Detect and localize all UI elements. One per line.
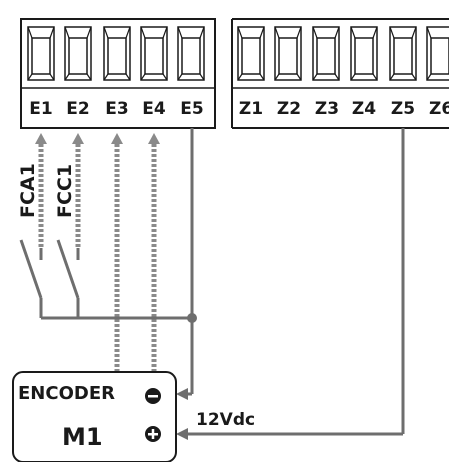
terminal-z6 xyxy=(426,26,449,81)
terminal-block-e: E1 E2 E3 E4 E5 xyxy=(20,18,216,129)
arrow-negative xyxy=(176,388,188,400)
terminal-z4 xyxy=(350,26,378,81)
terminal-label-z6: Z6 xyxy=(429,99,449,119)
negative-terminal-icon xyxy=(145,388,161,404)
arrow-e4 xyxy=(148,133,160,144)
label-fca1: FCA1 xyxy=(17,163,39,218)
encoder-box: ENCODER M1 xyxy=(12,371,177,462)
terminal-label-e1: E1 xyxy=(29,99,52,119)
terminal-e2 xyxy=(64,26,92,81)
terminal-label-z3: Z3 xyxy=(315,99,339,119)
terminal-block-z: Z1 Z2 Z3 Z4 Z5 Z6 xyxy=(231,18,449,129)
terminal-label-z2: Z2 xyxy=(277,99,301,119)
supply-voltage-label: 12Vdc xyxy=(196,410,255,430)
terminal-e1 xyxy=(27,26,55,81)
terminal-label-z4: Z4 xyxy=(352,99,376,119)
arrow-e1 xyxy=(35,133,47,144)
label-fcc1: FCC1 xyxy=(54,164,76,218)
junction-dot xyxy=(187,313,197,323)
encoder-title: ENCODER xyxy=(18,383,115,404)
positive-terminal-icon xyxy=(145,426,161,442)
limit-switches: FCA1 FCC1 xyxy=(17,163,192,320)
terminal-label-e4: E4 xyxy=(142,99,166,119)
terminal-label-e2: E2 xyxy=(66,99,89,119)
terminal-z3 xyxy=(312,26,340,81)
terminal-z1 xyxy=(237,26,265,81)
dotted-wires xyxy=(35,133,160,372)
switch-fcc1-lever xyxy=(56,239,80,299)
terminal-label-z1: Z1 xyxy=(239,99,263,119)
wire-e5-negative xyxy=(176,128,197,400)
terminal-e4 xyxy=(140,26,168,81)
terminal-e3 xyxy=(103,26,131,81)
terminal-label-e3: E3 xyxy=(105,99,128,119)
terminal-z2 xyxy=(274,26,302,81)
terminal-z5 xyxy=(389,26,417,81)
motor-label: M1 xyxy=(62,423,103,451)
terminal-label-e5: E5 xyxy=(180,99,203,119)
arrow-e3 xyxy=(111,133,123,144)
arrow-e2 xyxy=(72,133,84,144)
arrow-positive xyxy=(176,428,188,440)
wire-z5-positive: 12Vdc xyxy=(176,128,405,440)
terminal-e5 xyxy=(177,26,205,81)
switch-fca1-lever xyxy=(19,239,43,299)
terminal-label-z5: Z5 xyxy=(391,99,415,119)
